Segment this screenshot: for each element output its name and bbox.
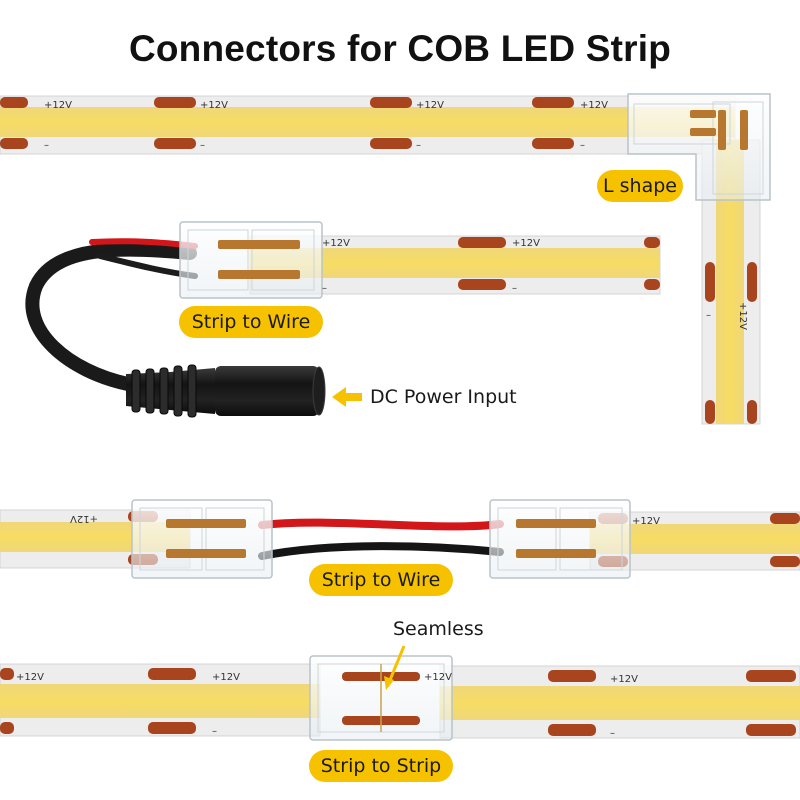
strip-to-strip-connector	[309, 655, 453, 741]
connecting-wires	[258, 518, 504, 560]
strip-to-wire-connector-upper	[179, 221, 323, 299]
negative-marking: –	[416, 140, 421, 151]
page-title: Connectors for COB LED Strip	[128, 28, 672, 69]
strip-to-wire-connector-left	[131, 499, 273, 579]
positive-marking: +12V	[16, 672, 44, 683]
negative-marking: –	[512, 283, 517, 294]
dc-input-arrow	[332, 387, 362, 407]
negative-marking: –	[706, 310, 711, 321]
positive-marking: +12V	[512, 238, 540, 249]
dc-power-cable	[25, 238, 198, 391]
negative-marking: –	[322, 283, 327, 294]
strip-to-wire-label-top: Strip to Wire	[179, 306, 323, 338]
l-shape-label: L shape	[597, 170, 683, 202]
positive-marking: +12V	[580, 100, 608, 111]
top-led-strip	[0, 95, 736, 155]
positive-marking: +12V	[737, 302, 748, 330]
negative-marking: –	[580, 140, 585, 151]
strip-markings: +12V +12V +12V +12V – – – – +12V – +12V …	[16, 100, 748, 739]
positive-marking: +12V	[416, 100, 444, 111]
negative-marking: –	[44, 140, 49, 151]
positive-marking: +12V	[632, 516, 660, 527]
positive-marking: +12V	[70, 513, 98, 524]
bottom-right-led-strip	[439, 665, 800, 739]
strip-to-strip-label: Strip to Strip	[309, 750, 453, 782]
positive-marking: +12V	[610, 674, 638, 685]
strip-to-wire-connector-right	[489, 499, 631, 579]
negative-marking: –	[610, 728, 615, 739]
positive-marking: +12V	[322, 238, 350, 249]
negative-marking: –	[200, 140, 205, 151]
bottom-left-led-strip	[0, 663, 321, 737]
positive-marking: +12V	[212, 672, 240, 683]
seamless-label: Seamless	[393, 618, 484, 640]
copper-pads	[0, 97, 574, 149]
positive-marking: +12V	[44, 100, 72, 111]
l-shape-connector	[627, 93, 771, 201]
dc-female-plug	[126, 364, 326, 418]
negative-marking: –	[212, 726, 217, 737]
seamless-pointer-arrow	[384, 645, 406, 690]
strip-to-wire-label-middle: Strip to Wire	[309, 564, 453, 596]
dc-power-input-label: DC Power Input	[370, 386, 517, 408]
positive-marking: +12V	[200, 100, 228, 111]
positive-marking: +12V	[424, 672, 452, 683]
